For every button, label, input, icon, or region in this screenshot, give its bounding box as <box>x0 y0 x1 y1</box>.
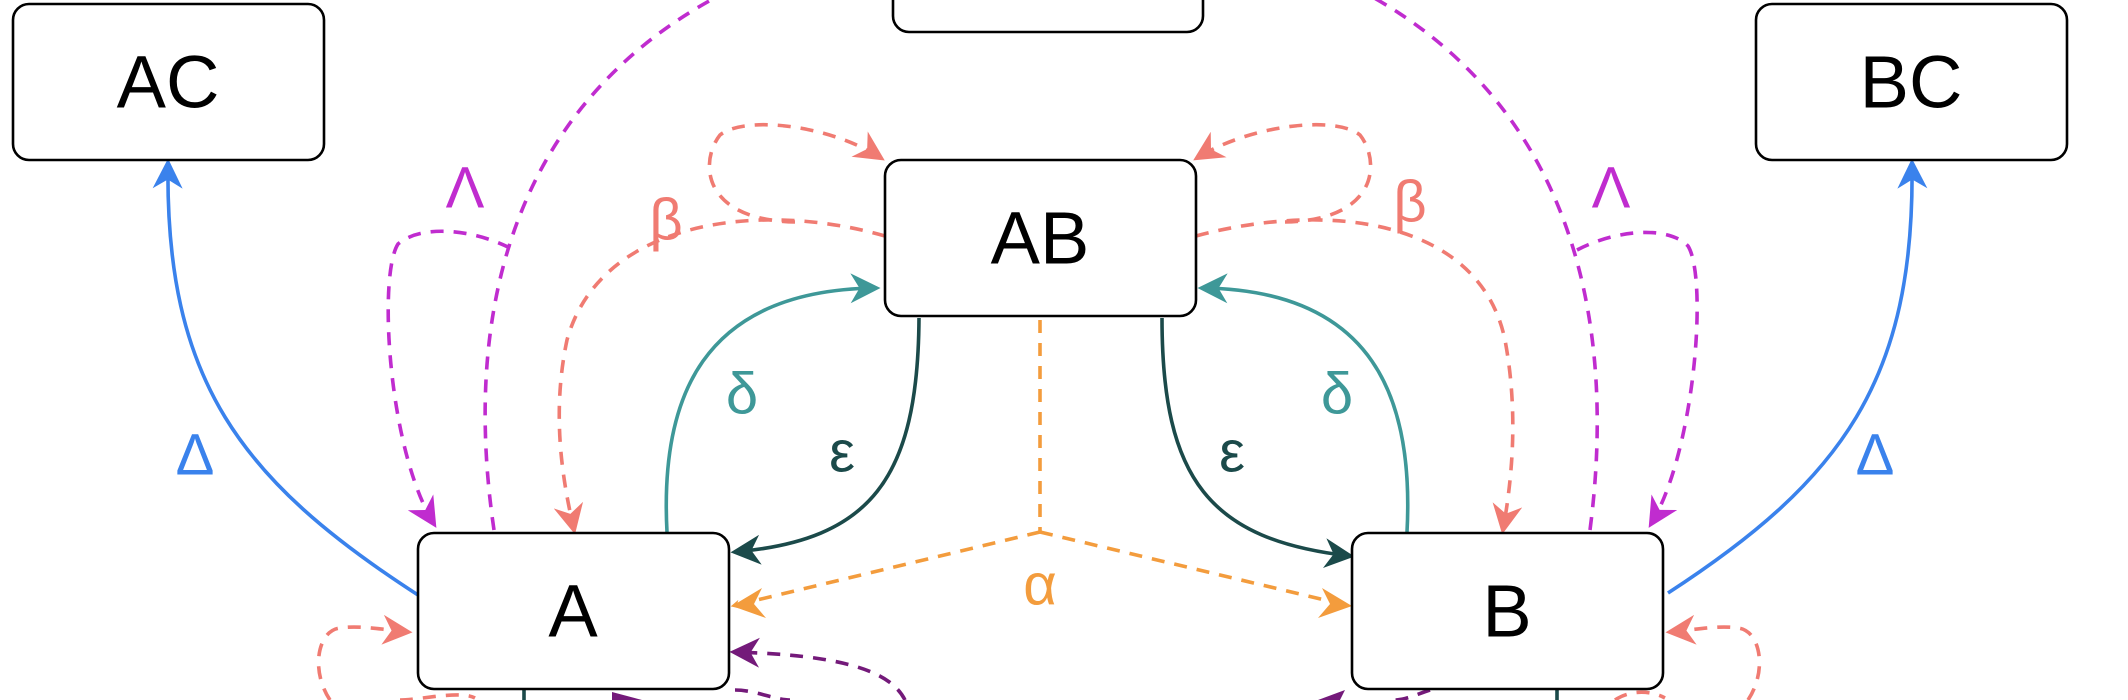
node-b-label: B <box>1482 570 1531 653</box>
node-ac-label: AC <box>117 41 220 124</box>
edge-epsilon-ab-to-b <box>1160 317 1355 568</box>
label-epsilon-left: ε <box>829 420 855 485</box>
label-delta-blue-right: Δ <box>1856 423 1895 488</box>
edge-delta-a-to-ab <box>664 273 881 533</box>
edge-lambda-loop-a <box>386 229 511 528</box>
arrowhead-alpha-b <box>1318 588 1352 618</box>
edge-purple-to-a <box>729 637 907 700</box>
edge-beta-loop-a <box>316 614 413 700</box>
edge-lambda-b-to-top <box>1374 0 1600 531</box>
edge-beta-loop-ab-left <box>707 122 885 224</box>
edge-alpha-to-a <box>730 530 1041 609</box>
node-ac[interactable]: AC <box>11 2 326 162</box>
edge-lambda-a-to-top <box>483 0 715 531</box>
edge-delta-b-to-bc <box>1667 158 1928 595</box>
edge-beta-loop-b <box>1665 614 1762 700</box>
node-a-label: A <box>548 570 598 653</box>
edge-purple-to-b <box>1394 688 1431 700</box>
label-delta-teal-left: δ <box>726 362 758 427</box>
node-ab[interactable]: AB <box>883 158 1198 318</box>
node-a[interactable]: A <box>416 531 731 691</box>
edge-delta-a-to-ac <box>152 158 419 597</box>
node-b[interactable]: B <box>1350 531 1665 691</box>
label-beta-right: β <box>1393 170 1426 235</box>
label-epsilon-right: ε <box>1219 420 1245 485</box>
edge-beta-extra-b <box>1614 690 1666 700</box>
edge-beta-ab-to-b <box>1195 218 1523 535</box>
edge-alpha-to-b <box>1039 530 1351 608</box>
edge-epsilon-ab-to-a <box>730 317 921 565</box>
arrowhead-alpha-a <box>732 588 766 618</box>
node-bc[interactable]: BC <box>1754 2 2069 162</box>
label-alpha: α <box>1023 553 1057 618</box>
label-lambda-right: Λ <box>1592 156 1631 221</box>
edge-beta-extra-a <box>399 693 476 700</box>
node-bc-label: BC <box>1860 41 1963 124</box>
label-delta-blue-left: Δ <box>176 423 215 488</box>
label-beta-left: β <box>649 188 682 253</box>
edge-purple-extra-a <box>734 688 791 700</box>
label-delta-teal-right: δ <box>1321 362 1353 427</box>
edge-lambda-loop-b <box>1576 230 1699 528</box>
edge-beta-loop-ab-right <box>1193 122 1373 224</box>
arrowhead-purple-b <box>1318 690 1345 700</box>
node-top[interactable] <box>891 0 1205 34</box>
node-ab-label: AB <box>991 197 1090 280</box>
label-lambda-left: Λ <box>446 156 485 221</box>
edge-delta-b-to-ab <box>1197 273 1410 533</box>
arrowhead-purple-a2 <box>612 692 642 700</box>
